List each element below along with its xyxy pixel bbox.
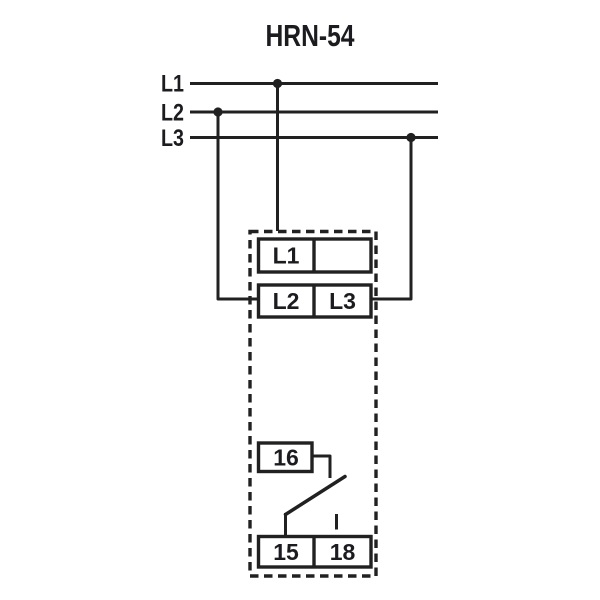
terminal-label-l1: L1	[273, 243, 300, 269]
phase-label-l3: L3	[161, 125, 184, 152]
phase-label-l2: L2	[161, 100, 184, 127]
wire-l3-to-device	[370, 137, 413, 301]
diagram-title: HRN-54	[266, 18, 356, 53]
terminal-label-18: 18	[330, 539, 356, 565]
terminal-label-l3: L3	[329, 288, 356, 314]
contact-wire-16	[312, 454, 332, 478]
phase-label-l1: L1	[161, 71, 184, 98]
device-outline	[248, 229, 378, 578]
wire-l2-to-device	[216, 112, 259, 301]
terminal-label-16: 16	[273, 445, 299, 471]
terminal-label-15: 15	[273, 539, 299, 565]
terminal-label-l2: L2	[273, 288, 300, 314]
relay-blade	[283, 474, 347, 517]
